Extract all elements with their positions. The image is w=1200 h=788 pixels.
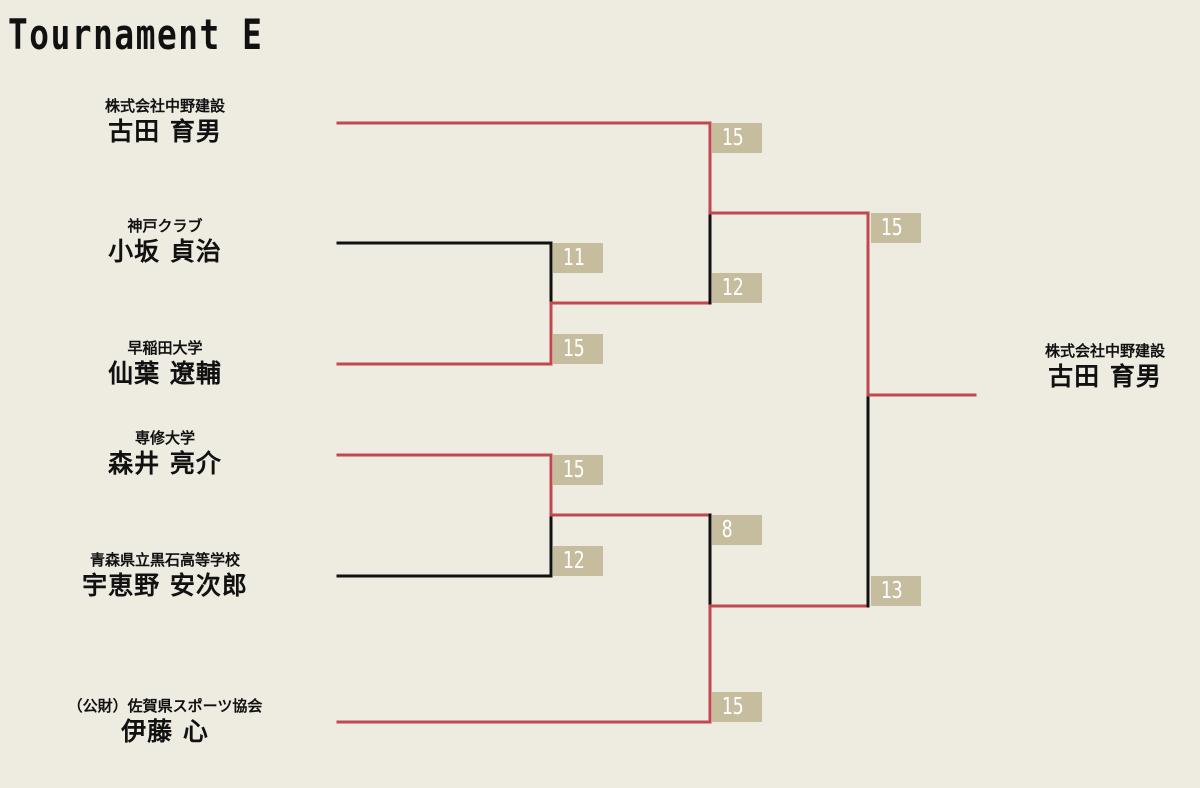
score-value: 12: [562, 548, 585, 574]
score-box: 15: [553, 334, 603, 364]
champion-team: 株式会社中野建設: [1044, 342, 1165, 360]
player-name: 伊藤 心: [121, 717, 209, 746]
score-box: 12: [553, 546, 603, 576]
score-value: 13: [880, 578, 903, 604]
score-value: 8: [721, 517, 733, 543]
player-entry: （公財）佐賀県スポーツ協会 伊藤 心: [0, 696, 330, 748]
player-entry: 専修大学 森井 亮介: [0, 428, 330, 480]
player-name: 小坂 貞治: [108, 237, 222, 266]
player-team: 早稲田大学: [127, 339, 203, 357]
player-team: 青森県立黒石高等学校: [89, 551, 240, 569]
score-value: 12: [721, 275, 744, 301]
player-name: 宇恵野 安次郎: [82, 571, 248, 600]
player-entry: 株式会社中野建設 古田 育男: [0, 96, 330, 148]
score-box: 15: [553, 455, 603, 485]
player-team: 株式会社中野建設: [104, 97, 225, 115]
player-name: 古田 育男: [108, 117, 222, 146]
player-entry: 神戸クラブ 小坂 貞治: [0, 216, 330, 268]
player-team: 神戸クラブ: [127, 217, 203, 235]
score-box: 15: [871, 213, 921, 243]
player-name: 森井 亮介: [108, 449, 222, 478]
champion-name: 古田 育男: [1048, 362, 1162, 391]
score-value: 15: [721, 694, 744, 720]
score-box: 8: [712, 515, 762, 545]
score-box: 13: [871, 576, 921, 606]
score-box: 11: [553, 243, 603, 273]
player-team: 専修大学: [134, 429, 195, 447]
score-box: 15: [712, 123, 762, 153]
score-value: 15: [880, 215, 903, 241]
player-name: 仙葉 遼輔: [108, 359, 222, 388]
player-team: （公財）佐賀県スポーツ協会: [67, 697, 263, 715]
score-value: 15: [721, 125, 744, 151]
page-title: Tournament E: [8, 10, 264, 59]
score-value: 15: [562, 336, 585, 362]
score-box: 12: [712, 273, 762, 303]
score-value: 11: [562, 245, 585, 271]
score-value: 15: [562, 457, 585, 483]
champion-entry: 株式会社中野建設 古田 育男: [995, 341, 1200, 393]
player-entry: 青森県立黒石高等学校 宇恵野 安次郎: [0, 550, 330, 602]
score-box: 15: [712, 692, 762, 722]
player-entry: 早稲田大学 仙葉 遼輔: [0, 338, 330, 390]
